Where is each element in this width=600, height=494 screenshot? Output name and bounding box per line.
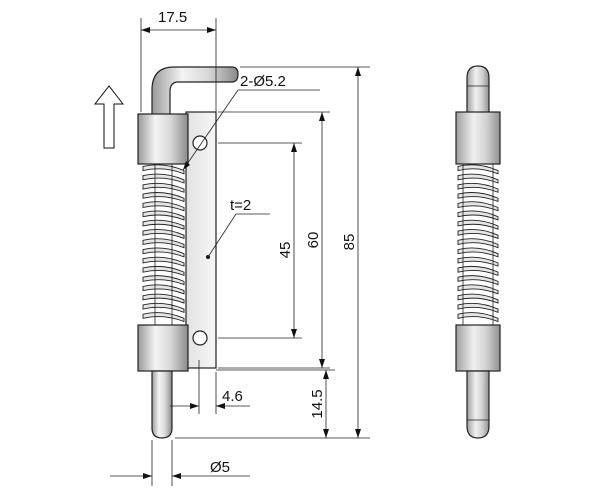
spring-coil — [457, 312, 499, 323]
spring-coil — [457, 247, 499, 258]
dim-holes: 2-Ø5.2 — [240, 73, 286, 90]
spring-coil — [457, 293, 499, 304]
spring-coil — [142, 275, 185, 286]
spring-coil — [142, 219, 185, 230]
spring-coil — [457, 164, 499, 175]
spring-coil — [142, 247, 185, 258]
dim-thickness: t=2 — [230, 197, 251, 214]
spring-coil — [142, 293, 185, 304]
bottom-pin — [151, 370, 173, 439]
spring-coil — [457, 201, 499, 212]
spring-coil — [457, 210, 499, 221]
side-spring — [457, 164, 499, 323]
spring-coil — [457, 173, 499, 184]
dim-hole-pitch: 45 — [277, 242, 294, 259]
spring-coil — [142, 164, 185, 175]
side-view — [455, 65, 501, 439]
spring-coil — [142, 284, 185, 295]
spring-coil — [457, 302, 499, 313]
arrowheads — [141, 27, 361, 479]
bent-pin — [151, 66, 239, 119]
up-arrow-icon — [93, 85, 125, 149]
spring-coil — [142, 173, 185, 184]
spring-coil — [142, 210, 185, 221]
spring-coil — [457, 265, 499, 277]
spring-coil — [457, 192, 499, 203]
dimension-lines — [110, 18, 370, 486]
spring-coil — [142, 238, 185, 249]
side-top-pin — [466, 65, 490, 115]
spring-coil — [457, 219, 499, 230]
spring-coil — [142, 256, 185, 267]
spring-coil — [142, 192, 185, 203]
spring-coil — [142, 265, 185, 277]
spring-coil — [142, 312, 185, 323]
spring-coil — [457, 256, 499, 267]
bottom-barrel — [137, 324, 189, 372]
spring-coil — [457, 182, 499, 193]
spring-coil — [457, 275, 499, 286]
plate-hole-bottom — [192, 330, 208, 346]
dim-plate-length: 60 — [305, 232, 322, 249]
dim-pin-offset: 4.6 — [222, 388, 243, 405]
top-barrel — [137, 113, 189, 165]
spring-coil — [142, 201, 185, 212]
dim-overall-length: 85 — [341, 234, 358, 251]
spring-coil — [457, 284, 499, 295]
spring-coil — [142, 182, 185, 193]
spring-coil — [457, 238, 499, 249]
spring-coil — [457, 229, 499, 240]
mounting-plate — [185, 111, 217, 369]
side-bottom-barrel — [455, 324, 501, 372]
dim-pin-diameter: Ø5 — [210, 459, 230, 476]
spring — [142, 164, 185, 323]
dim-pin-length: 14.5 — [309, 389, 326, 418]
front-view — [137, 66, 239, 439]
spring-coil — [142, 229, 185, 240]
spring-coil — [142, 302, 185, 313]
side-bottom-pin — [466, 370, 490, 439]
side-top-barrel — [455, 111, 501, 165]
dim-top-width: 17.5 — [158, 9, 187, 26]
